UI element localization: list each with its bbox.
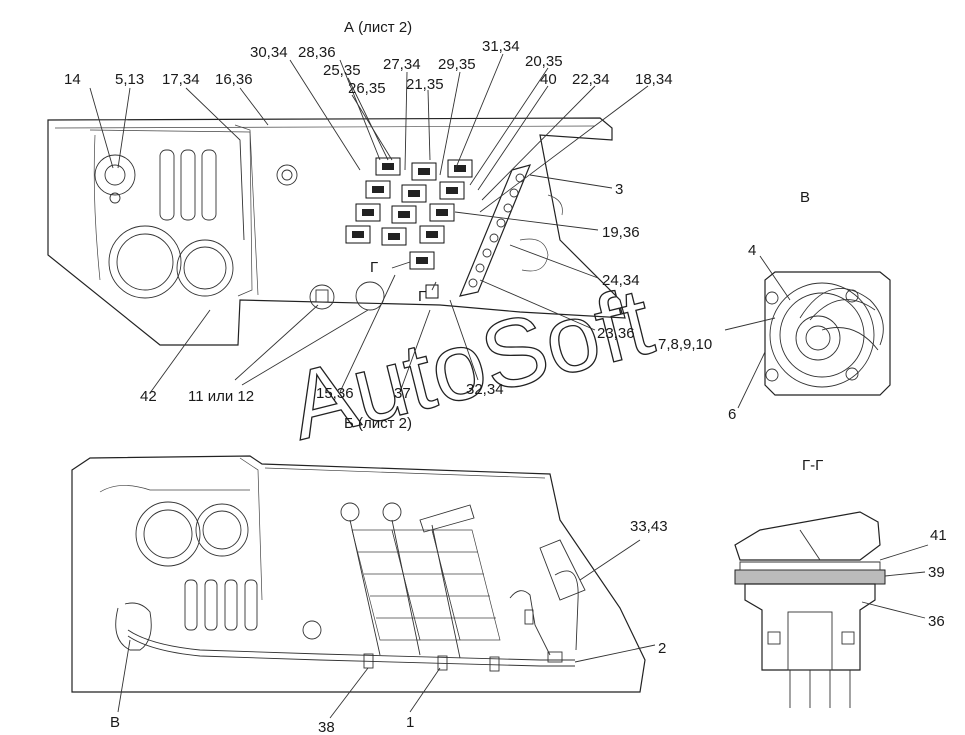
- callout-1: 1: [406, 714, 414, 731]
- panel-view-a: [47, 117, 626, 346]
- callout-18-34: 18,34: [635, 71, 673, 88]
- callout-24-34: 24,34: [602, 272, 640, 289]
- leader-lines-b: [117, 539, 656, 719]
- view-title-b: Б (лист 2): [344, 415, 412, 432]
- callout-2: 2: [658, 640, 666, 657]
- indicator-strip: [459, 164, 532, 297]
- callout-32-34: 32,34: [466, 381, 504, 398]
- view-title-v: В: [800, 189, 810, 206]
- section-gg: [734, 511, 929, 708]
- callout-27-34: 27,34: [383, 56, 421, 73]
- callout-3: 3: [615, 181, 623, 198]
- callout-4: 4: [748, 242, 756, 259]
- callout-16-36: 16,36: [215, 71, 253, 88]
- callout-33-43: 33,43: [630, 518, 668, 535]
- callout-36-gg: 36: [928, 613, 945, 630]
- section-mark-g1: Г: [370, 259, 378, 276]
- callout-21-35: 21,35: [406, 76, 444, 93]
- leader-lines-a: [89, 53, 649, 394]
- callout-15-36: 15,36: [316, 385, 354, 402]
- callout-6: 6: [728, 406, 736, 423]
- callout-39: 39: [928, 564, 945, 581]
- labels: А (лист 2) Б (лист 2) В Г-Г Г Г 14 5,13 …: [64, 19, 947, 735]
- callout-41: 41: [930, 527, 947, 544]
- section-mark-g2: Г: [418, 288, 426, 305]
- callout-7-8-9-10: 7,8,9,10: [658, 336, 712, 353]
- switch-grid: [345, 157, 473, 299]
- view-title-a: А (лист 2): [344, 19, 412, 36]
- callout-28-36: 28,36: [298, 44, 336, 61]
- callout-37: 37: [394, 385, 411, 402]
- callout-29-35: 29,35: [438, 56, 476, 73]
- callout-22-34: 22,34: [572, 71, 610, 88]
- callout-v-bottom: В: [110, 714, 120, 731]
- callout-30-34: 30,34: [250, 44, 288, 61]
- callout-26-35: 26,35: [348, 80, 386, 97]
- callout-14: 14: [64, 71, 81, 88]
- callout-20-35: 20,35: [525, 53, 563, 70]
- callout-17-34: 17,34: [162, 71, 200, 88]
- panel-view-b: [71, 455, 646, 693]
- view-v-detail: [724, 255, 891, 409]
- callout-42: 42: [140, 388, 157, 405]
- connector-block: [351, 504, 501, 641]
- callout-38: 38: [318, 719, 335, 735]
- callout-23-36: 23,36: [597, 325, 635, 342]
- callout-5-13: 5,13: [115, 71, 144, 88]
- callout-40: 40: [540, 71, 557, 88]
- watermark: AutoSoft: [279, 267, 662, 460]
- callout-11-or-12: 11 или 12: [188, 388, 254, 405]
- callout-19-36: 19,36: [602, 224, 640, 241]
- view-title-gg: Г-Г: [802, 457, 823, 474]
- callout-25-35: 25,35: [323, 62, 361, 79]
- callout-31-34: 31,34: [482, 38, 520, 55]
